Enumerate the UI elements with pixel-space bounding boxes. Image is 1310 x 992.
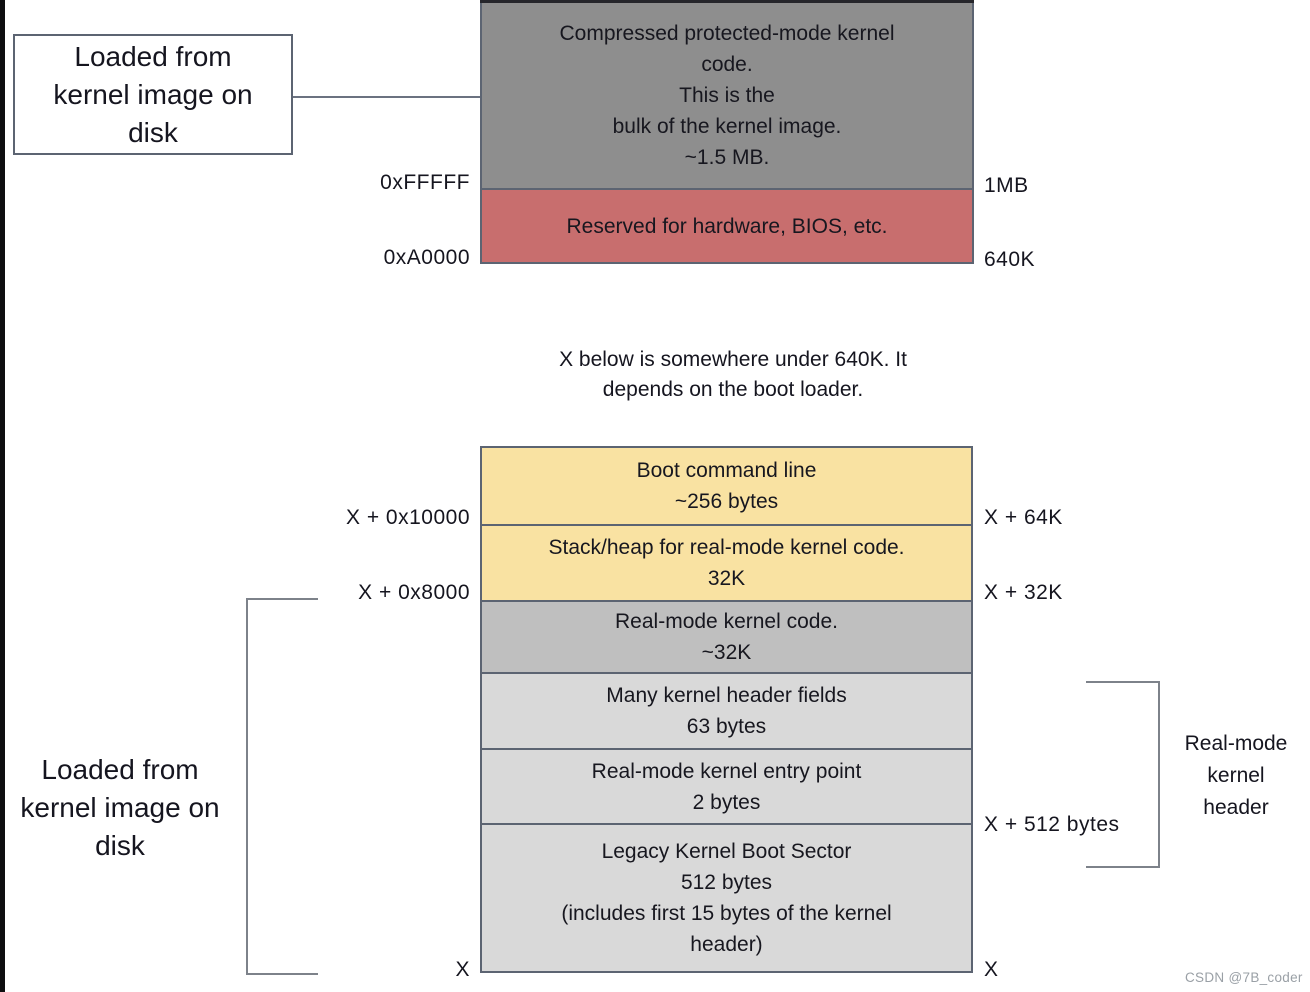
segment-text-line: ~1.5 MB. — [684, 145, 770, 169]
segment-text-line: Stack/heap for real-mode kernel code. — [548, 536, 905, 559]
label-0xfffff: 0xFFFFF — [380, 171, 470, 194]
label-x-plus-0x8000: X + 0x8000 — [358, 581, 470, 604]
callout-line: Loaded from — [41, 754, 199, 785]
segment-text-line: (includes first 15 bytes of the kernel — [561, 902, 892, 925]
upper-stack-top-border — [480, 0, 974, 3]
left-edge-line — [0, 0, 5, 992]
label-640k: 640K — [984, 248, 1036, 271]
segment-text-line: 2 bytes — [692, 790, 761, 814]
segment-real-mode-kernel-code: Real-mode kernel code. ~32K — [482, 600, 971, 672]
top-callout-loaded-from-disk: Loaded from kernel image on disk — [13, 34, 293, 155]
left-range-bracket — [246, 598, 318, 975]
segment-text-line: This is the — [679, 83, 775, 107]
segment-stack-heap-real-mode: Stack/heap for real-mode kernel code. 32… — [482, 524, 971, 600]
segment-text-line: Real-mode kernel entry point — [591, 759, 862, 783]
label-x-plus-64k: X + 64K — [984, 506, 1063, 529]
label-x-bottom-right: X — [984, 958, 999, 981]
segment-text-line: ~32K — [701, 641, 752, 664]
segment-text-line: Real-mode kernel code. — [615, 610, 838, 633]
csdn-watermark: CSDN @7B_coder — [1185, 970, 1303, 985]
segment-text-line: ~256 bytes — [674, 490, 779, 513]
bottom-callout-loaded-from-disk: Loaded from kernel image on disk — [4, 751, 236, 865]
callout-line: Loaded from — [74, 40, 232, 72]
segment-text-line: 63 bytes — [686, 715, 767, 738]
segment-reserved-hardware-bios: Reserved for hardware, BIOS, etc. — [482, 188, 972, 262]
note-line: X below is somewhere under 640K. It — [559, 348, 907, 371]
label-x-bottom-left: X — [455, 958, 470, 981]
callout-line: disk — [95, 830, 145, 861]
segment-real-mode-entry-point: Real-mode kernel entry point 2 bytes — [482, 748, 971, 823]
segment-text-line: bulk of the kernel image. — [612, 114, 842, 138]
segment-boot-command-line: Boot command line ~256 bytes — [482, 448, 971, 524]
label-0xa0000: 0xA0000 — [383, 246, 470, 269]
segment-text-line: header) — [690, 933, 763, 956]
callout-connector-line — [293, 96, 480, 98]
label-x-plus-512-bytes: X + 512 bytes — [984, 813, 1120, 836]
upper-memory-stack: Compressed protected-mode kernel code. T… — [480, 0, 974, 264]
segment-text-line: Compressed protected-mode kernel — [559, 21, 895, 45]
segment-text-line: code. — [701, 52, 753, 76]
callout-line: kernel image on — [20, 792, 220, 823]
segment-text-line: Many kernel header fields — [606, 684, 847, 707]
bracket-label-line: Real-mode — [1184, 732, 1288, 755]
lower-memory-stack: Boot command line ~256 bytes Stack/heap … — [480, 446, 973, 973]
real-mode-header-bracket — [1086, 681, 1160, 868]
label-x-plus-0x10000: X + 0x10000 — [345, 506, 470, 529]
label-1mb: 1MB — [984, 174, 1029, 197]
bracket-label-line: kernel — [1207, 764, 1265, 787]
segment-text-line: Reserved for hardware, BIOS, etc. — [566, 214, 888, 238]
segment-text-line: Legacy Kernel Boot Sector — [601, 840, 852, 863]
segment-text-line: Boot command line — [636, 459, 817, 482]
real-mode-header-label: Real-mode kernel header — [1166, 728, 1306, 824]
segment-text-line: 512 bytes — [680, 871, 773, 894]
note-line: depends on the boot loader. — [602, 378, 864, 401]
callout-line: kernel image on — [53, 78, 253, 110]
label-x-plus-32k: X + 32K — [984, 581, 1063, 604]
segment-kernel-header-fields: Many kernel header fields 63 bytes — [482, 672, 971, 748]
note-x-location: X below is somewhere under 640K. It depe… — [433, 345, 1033, 405]
segment-compressed-protected-mode-kernel: Compressed protected-mode kernel code. T… — [482, 2, 972, 188]
callout-line: disk — [128, 116, 178, 148]
segment-legacy-boot-sector: Legacy Kernel Boot Sector 512 bytes (inc… — [482, 823, 971, 971]
bracket-label-line: header — [1203, 796, 1269, 819]
segment-text-line: 32K — [707, 567, 746, 590]
